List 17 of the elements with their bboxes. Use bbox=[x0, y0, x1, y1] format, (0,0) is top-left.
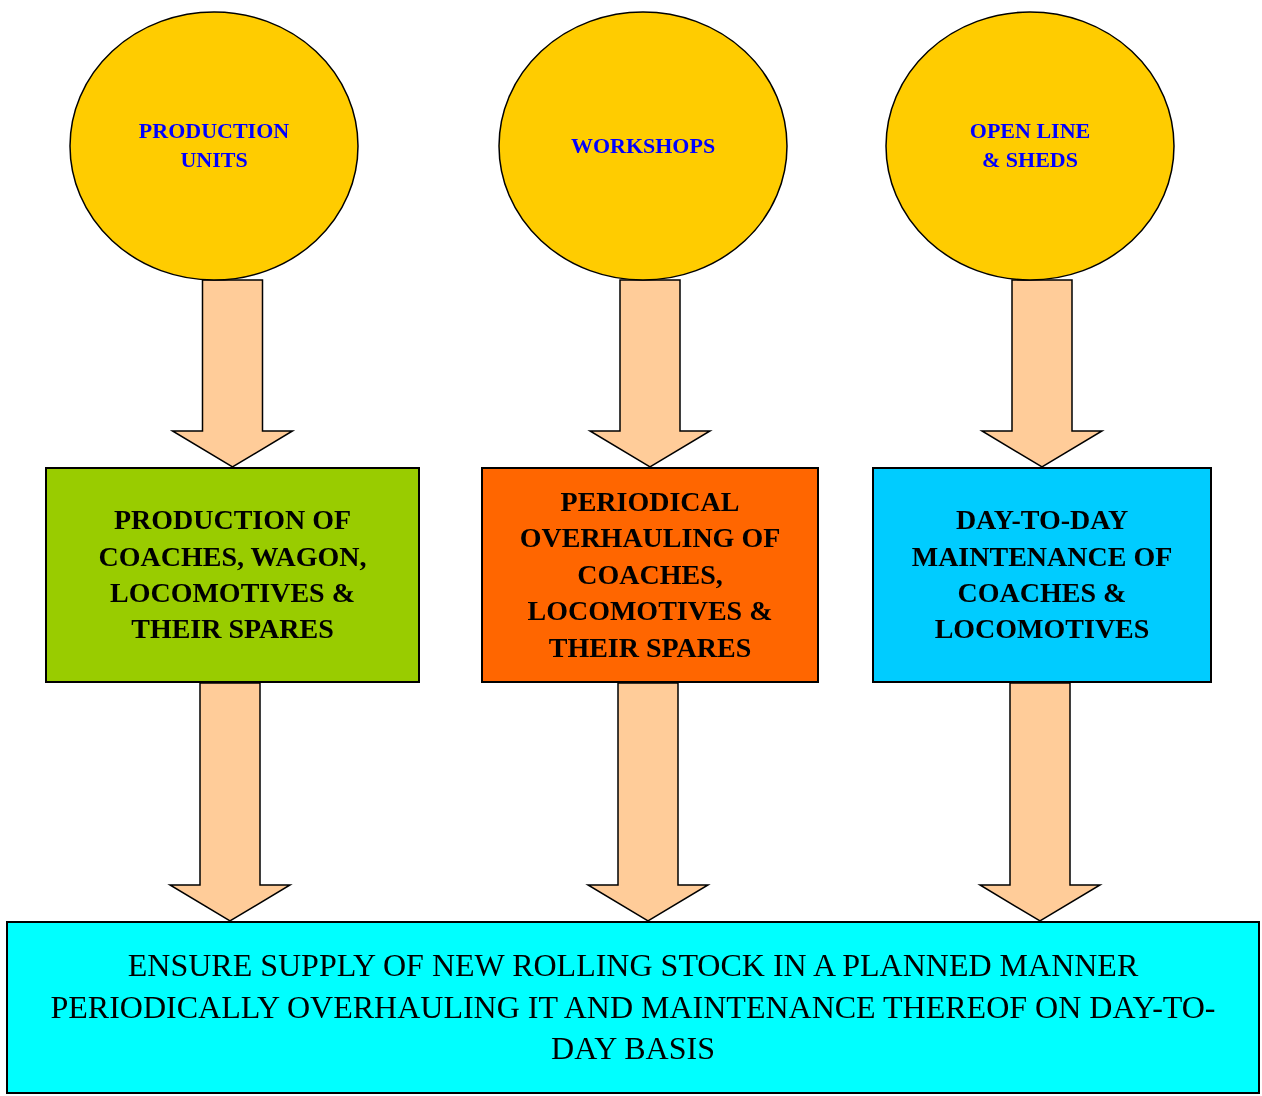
circle-label: OPEN LINE & SHEDS bbox=[968, 117, 1092, 174]
box-label: DAY-TO-DAY MAINTENANCE OF COACHES & LOCOMOTIVES bbox=[910, 503, 1174, 647]
process-box bbox=[481, 467, 819, 683]
box-label: PRODUCTION OF COACHES, WAGON, LOCOMOTIVES & THEIR SPARES bbox=[97, 503, 368, 647]
circle-label: PRODUCTION UNITS bbox=[137, 117, 291, 174]
block-arrow bbox=[979, 279, 1105, 468]
box-label: ENSURE SUPPLY OF NEW ROLLING STOCK IN A PLANNED MANNER PERIODICALLY OVERHAULING IT AND MAINTENANCE THEREOF ON DAY-TO-DAY BASIS bbox=[49, 946, 1217, 1069]
process-box bbox=[872, 467, 1212, 683]
circle-label: WORKSHOPS bbox=[569, 131, 717, 160]
block-arrow bbox=[167, 682, 293, 922]
block-arrow bbox=[977, 682, 1103, 922]
block-arrow bbox=[587, 279, 713, 468]
block-arrow bbox=[585, 682, 711, 922]
box-label: PERIODICAL OVERHAULING OF COACHES, LOCOMOTIVES & THEIR SPARES bbox=[518, 485, 782, 665]
summary-box bbox=[6, 921, 1260, 1094]
process-box bbox=[45, 467, 420, 683]
block-arrow bbox=[169, 279, 296, 468]
